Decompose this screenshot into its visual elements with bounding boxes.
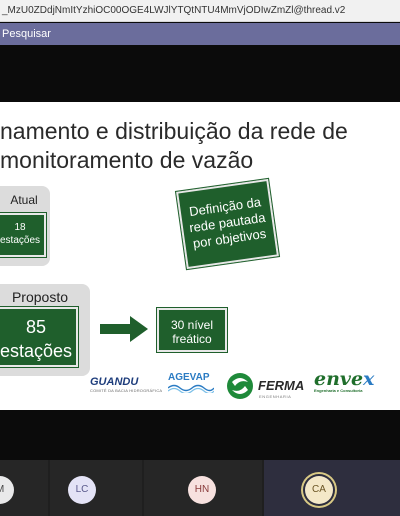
atual-unit: estações bbox=[0, 235, 41, 246]
agevap-logo-text: AGEVAP bbox=[168, 372, 210, 383]
avatar-active-speaker[interactable]: CA bbox=[305, 476, 333, 504]
logo-strip: GUANDU COMITÊ DA BACIA HIDROGRÁFICA AGEV… bbox=[88, 364, 400, 410]
proposto-stations-box: 85 estações bbox=[0, 306, 79, 368]
shared-slide: namento e distribuição da rede de monito… bbox=[0, 102, 400, 410]
envex-logo: envex Engenharia e Consultoria bbox=[314, 368, 374, 393]
freatico-box: 30 nível freático bbox=[156, 307, 228, 353]
search-label: Pesquisar bbox=[2, 28, 51, 40]
ferma-swirl-icon bbox=[227, 373, 253, 399]
agevap-wave-icon bbox=[168, 384, 214, 393]
guandu-logo: GUANDU COMITÊ DA BACIA HIDROGRÁFICA bbox=[90, 376, 162, 393]
proposto-label: Proposto bbox=[11, 289, 69, 305]
ferma-logo-subtitle: ENGENHARIA bbox=[259, 394, 292, 399]
right-arrow-icon bbox=[100, 316, 148, 342]
search-bar[interactable]: Pesquisar bbox=[0, 23, 400, 45]
freatico-line-2: freático bbox=[172, 332, 212, 346]
atual-label: Atual bbox=[10, 193, 38, 207]
participant-strip: M LC HN CA bbox=[0, 460, 400, 516]
guandu-logo-text: GUANDU bbox=[90, 376, 139, 388]
atual-stations-box: 18 estações bbox=[0, 212, 47, 258]
atual-count: 18 bbox=[14, 222, 26, 233]
proposto-count: 85 bbox=[25, 317, 47, 337]
avatar[interactable]: LC bbox=[68, 476, 96, 504]
envex-logo-subtitle: Engenharia e Consultoria bbox=[314, 388, 363, 393]
agevap-logo: AGEVAP bbox=[168, 372, 214, 393]
slide-title-line-2: monitoramento de vazão bbox=[0, 147, 254, 173]
guandu-logo-subtitle: COMITÊ DA BACIA HIDROGRÁFICA bbox=[90, 388, 163, 393]
meeting-stage-bottom bbox=[0, 410, 400, 460]
avatar[interactable]: HN bbox=[188, 476, 216, 504]
proposto-unit: estações bbox=[0, 341, 73, 361]
slide-title: namento e distribuição da rede de monito… bbox=[0, 117, 348, 175]
freatico-line-1: 30 nível bbox=[170, 318, 214, 332]
definicao-box: Definição da rede pautada por objetivos bbox=[174, 177, 281, 271]
avatar[interactable]: M bbox=[0, 476, 14, 504]
envex-logo-text: enve bbox=[314, 368, 364, 390]
address-bar[interactable]: _MzU0ZDdjNmItYzhiOC00OGE4LWJlYTQtNTU4MmV… bbox=[0, 0, 400, 22]
slide-title-line-1: namento e distribuição da rede de bbox=[0, 118, 348, 144]
meeting-stage-top bbox=[0, 45, 400, 102]
participant-tile[interactable] bbox=[50, 460, 142, 516]
envex-logo-x: x bbox=[363, 368, 375, 390]
ferma-logo: FERMA ENGENHARIA bbox=[226, 370, 316, 404]
ferma-logo-text: FERMA bbox=[258, 378, 305, 393]
